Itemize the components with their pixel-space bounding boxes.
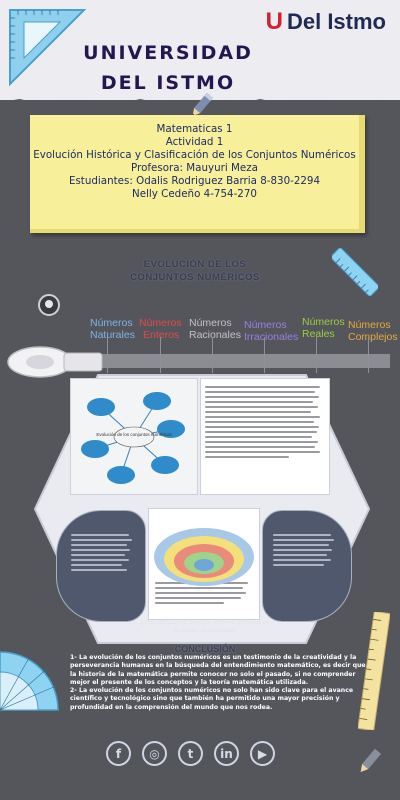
set-complex-label: Números Complejos (348, 319, 398, 343)
set-natural-label: Números Naturales (90, 317, 135, 341)
set-irrational-word: Números (244, 319, 287, 331)
note-line-student-2: Nelly Cedeño 4-754-270 (132, 188, 257, 200)
mindmap-card: Evolución de los conjuntos numéricos (70, 378, 198, 495)
ruler-icon (332, 248, 378, 296)
header: U Del Istmo UNIVERSIDAD DEL ISTMO (0, 0, 400, 100)
conclusion-item-1: 1- La evolución de los conjuntos numéric… (70, 654, 366, 686)
number-sets-venn-diagram (154, 528, 254, 586)
timeline-bar (60, 354, 390, 368)
set-irrational-name: Irracionales (244, 331, 299, 343)
history-text-lines (205, 386, 325, 458)
right-panel-lines (263, 511, 351, 566)
subtitle-line-1: EVOLUCIÓN DE LOS (143, 259, 247, 270)
set-rational-label: Números Racionales (189, 317, 241, 341)
tape-dispenser-icon (7, 346, 103, 378)
subtitle-line-2: CONJUNTOS NUMÉRICOS (130, 272, 260, 283)
complex-numbers-question: ¿Qué aplicaciones tienen los números com… (141, 620, 269, 634)
timeline-tick (160, 337, 161, 373)
note-line-teacher: Profesora: Mauyuri Meza (131, 162, 258, 174)
set-natural-name: Naturales (90, 329, 135, 341)
set-rational-name: Racionales (189, 329, 241, 341)
timeline-tick (264, 337, 265, 373)
set-complex-word: Números (348, 319, 391, 331)
protractor-icon (0, 651, 59, 711)
note-line-student-1: Estudiantes: Odalis Rodriguez Barria 8-8… (68, 175, 321, 187)
set-square-icon (9, 9, 87, 87)
left-info-panel (56, 510, 146, 622)
mindmap-diagram: Evolución de los conjuntos numéricos (81, 392, 185, 484)
social-links: f ◎ t in ▶ (106, 741, 278, 766)
youtube-icon[interactable]: ▶ (250, 741, 275, 766)
sticky-note: Matematicas 1 Actividad 1 Evolución Hist… (30, 115, 365, 233)
title-line-1: UNIVERSIDAD (83, 42, 253, 64)
university-logo: U Del Istmo (266, 8, 386, 36)
note-line-course: Matematicas 1 (156, 123, 233, 135)
torn-paper-edge (0, 99, 400, 110)
section-subtitle: EVOLUCIÓN DE LOS CONJUNTOS NUMÉRICOS (95, 258, 295, 284)
title-line-2: DEL ISTMO (100, 72, 236, 94)
conclusion-title: CONCLUSIÓN (174, 644, 236, 654)
right-info-panel (262, 510, 352, 622)
timeline-tick (316, 337, 317, 373)
knob-icon (38, 294, 60, 316)
set-real-label: Números Reales (302, 316, 345, 340)
tape-measure-icon (358, 612, 390, 730)
conclusion-text: 1- La evolución de los conjuntos numéric… (70, 654, 366, 712)
set-irrational-label: Números Irracionales (244, 319, 298, 343)
set-complex-name: Complejos (348, 331, 398, 343)
set-integer-word: Números (139, 317, 182, 329)
page-title: UNIVERSIDAD DEL ISTMO (58, 38, 278, 98)
instagram-icon[interactable]: ◎ (142, 741, 167, 766)
facebook-icon[interactable]: f (106, 741, 131, 766)
twitter-icon[interactable]: t (178, 741, 203, 766)
set-integer-label: Números Enteros (139, 317, 182, 341)
timeline-tick (212, 337, 213, 373)
left-panel-lines (57, 511, 145, 571)
linkedin-icon[interactable]: in (214, 741, 239, 766)
pencil-icon (192, 92, 214, 116)
note-line-activity: Actividad 1 (165, 136, 224, 148)
set-integer-name: Enteros (143, 329, 180, 341)
timeline-tick (368, 337, 369, 373)
set-real-name: Reales (302, 328, 335, 340)
logo-text: Del Istmo (286, 9, 386, 34)
logo-mark: U (265, 8, 283, 35)
set-rational-word: Números (189, 317, 232, 329)
history-text-card (200, 378, 330, 495)
set-real-word: Números (302, 316, 345, 328)
mindmap-center-label: Evolución de los conjuntos numéricos (96, 432, 172, 437)
set-natural-word: Números (90, 317, 133, 329)
conclusion-item-2: 2- La evolución de los conjuntos numéric… (70, 687, 354, 711)
pencil-icon (360, 748, 382, 772)
timeline-tick (107, 337, 108, 373)
note-line-topic: Evolución Histórica y Clasificación de l… (33, 149, 356, 161)
